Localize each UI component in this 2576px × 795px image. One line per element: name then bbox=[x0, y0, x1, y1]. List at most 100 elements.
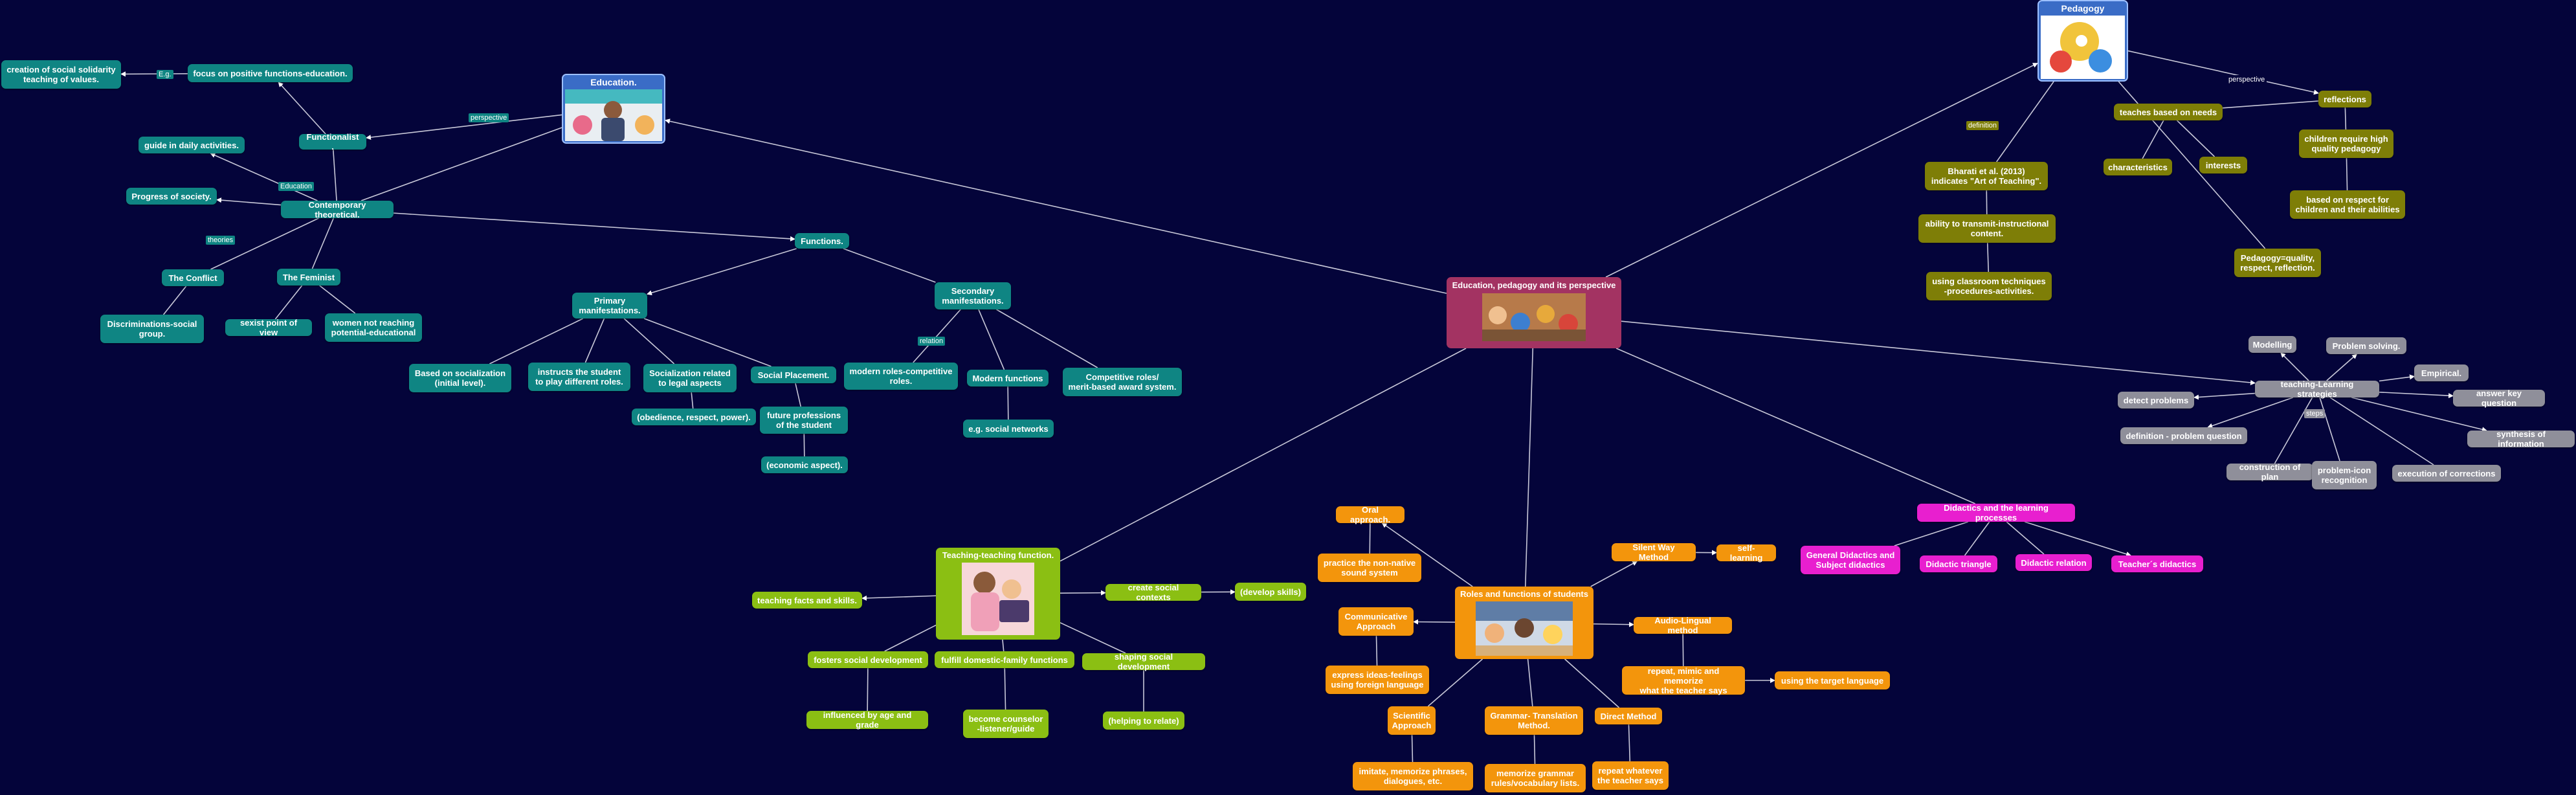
economic-aspect-node[interactable]: (economic aspect). bbox=[761, 456, 848, 473]
silent-way-method-node[interactable]: Silent Way Method bbox=[1612, 543, 1696, 562]
fosters-social-development-node[interactable]: fosters social development bbox=[808, 651, 928, 668]
education-node[interactable]: Education. bbox=[562, 74, 665, 144]
connector-n-children-n-respect bbox=[2346, 157, 2348, 191]
connector-c-central-c-roles bbox=[1524, 348, 1534, 587]
repeat-whatever-node[interactable]: repeat whatever the teacher says bbox=[1592, 761, 1669, 790]
connector-c-roles-n-direct bbox=[1564, 658, 1619, 708]
reflections-node[interactable]: reflections bbox=[2318, 91, 2371, 107]
connector-n-strategies-n-construction bbox=[2274, 397, 2313, 464]
modern-roles-competitive-node[interactable]: modern roles-competitive roles. bbox=[844, 363, 958, 390]
obedience-respect-power-node[interactable]: (obedience, respect, power). bbox=[632, 409, 756, 425]
relation-label: relation bbox=[918, 337, 946, 346]
future-professions-node[interactable]: future professions of the student bbox=[760, 407, 848, 434]
scientific-approach-node[interactable]: Scientific Approach bbox=[1388, 706, 1436, 735]
empirical-node[interactable]: Empirical. bbox=[2414, 364, 2469, 381]
audio-lingual-method-node[interactable]: Audio-Lingual method bbox=[1634, 616, 1732, 635]
theories-label: theories bbox=[206, 236, 236, 245]
memorize-grammar-rules-node[interactable]: memorize grammar rules/vocabulary lists. bbox=[1485, 764, 1586, 792]
pedagogy-perspective-label: perspective bbox=[2226, 75, 2267, 84]
teachers-didactics-node[interactable]: Teacher´s didactics bbox=[2111, 555, 2203, 572]
contemporary-theoretical-node[interactable]: Contemporary theoretical. bbox=[281, 200, 394, 219]
detect-problems-node[interactable]: detect problems bbox=[2118, 392, 2194, 409]
functions-node[interactable]: Functions. bbox=[795, 233, 849, 249]
social-networks-node[interactable]: e.g. social networks bbox=[963, 420, 1054, 438]
general-subject-didactics-node[interactable]: General Didactics and Subject didactics bbox=[1801, 546, 1900, 574]
children-high-quality-node[interactable]: children require high quality pedagogy bbox=[2299, 129, 2393, 158]
modelling-node[interactable]: Modelling bbox=[2248, 336, 2296, 353]
fulfill-domestic-functions-node[interactable]: fulfill domestic-family functions bbox=[935, 651, 1074, 668]
grammar-translation-method-node[interactable]: Grammar- Translation Method. bbox=[1485, 706, 1583, 735]
progress-society-node[interactable]: Progress of society. bbox=[126, 188, 217, 205]
connector-n-contemporary-n-guide bbox=[210, 153, 318, 201]
connector-n-strategies-n-synthesis bbox=[2351, 397, 2487, 432]
problem-icon-recognition-node[interactable]: problem-icon recognition bbox=[2312, 461, 2377, 489]
bharati-art-of-teaching-node[interactable]: Bharati et al. (2013) indicates "Art of … bbox=[1925, 162, 2048, 190]
practice-sound-system-node[interactable]: practice the non-native sound system bbox=[1318, 554, 1421, 582]
conflict-theory-node[interactable]: The Conflict bbox=[162, 269, 224, 286]
shaping-social-development-node[interactable]: shaping social development bbox=[1082, 652, 1205, 671]
instructs-student-node[interactable]: instructs the student to play different … bbox=[528, 363, 630, 391]
based-on-respect-node[interactable]: based on respect for children and their … bbox=[2290, 190, 2405, 219]
develop-skills-node[interactable]: (develop skills) bbox=[1235, 583, 1306, 601]
pedagogy-quality-node[interactable]: Pedagogy=quality, respect, reflection. bbox=[2234, 249, 2321, 277]
teaching-title: Teaching-teaching function. bbox=[942, 550, 1054, 560]
didactic-relation-node[interactable]: Didactic relation bbox=[2015, 554, 2092, 571]
characteristics-node[interactable]: characteristics bbox=[2104, 159, 2172, 175]
communicative-approach-node[interactable]: Communicative Approach bbox=[1338, 607, 1414, 636]
didactic-triangle-node[interactable]: Didactic triangle bbox=[1920, 555, 1997, 572]
secondary-manifestations-node[interactable]: Secondary manifestations. bbox=[935, 282, 1011, 309]
connector-n-strategies-n-icon bbox=[2319, 397, 2340, 462]
connector-n-legal-n-obedience bbox=[691, 392, 694, 409]
functionalist-node[interactable]: Functionalist . bbox=[299, 132, 366, 151]
definition-problem-question-node[interactable]: definition - problem question bbox=[2120, 427, 2247, 444]
execution-corrections-node[interactable]: execution of corrections bbox=[2392, 465, 2501, 482]
answer-key-question-node[interactable]: answer key question bbox=[2453, 388, 2545, 408]
direct-method-node[interactable]: Direct Method bbox=[1595, 708, 1662, 724]
teaching-facts-skills-node[interactable]: teaching facts and skills. bbox=[752, 592, 862, 609]
guide-daily-activities-node[interactable]: guide in daily activities. bbox=[139, 137, 245, 153]
teaches-based-needs-node[interactable]: teaches based on needs bbox=[2114, 104, 2223, 120]
social-placement-node[interactable]: Social Placement. bbox=[751, 366, 836, 383]
express-ideas-node[interactable]: express ideas-feelings using foreign lan… bbox=[1326, 666, 1429, 694]
based-on-socialization-node[interactable]: Based on socialization (initial level). bbox=[409, 364, 511, 392]
women-potential-node[interactable]: women not reaching potential-educational bbox=[325, 313, 422, 342]
self-learning-node[interactable]: self-learning bbox=[1716, 543, 1776, 563]
connector-n-placement-n-future bbox=[795, 383, 801, 407]
helping-to-relate-node[interactable]: (helping to relate) bbox=[1103, 711, 1184, 730]
influenced-age-grade-node[interactable]: influenced by age and grade bbox=[806, 710, 928, 730]
central-topic-node[interactable]: Education, pedagogy and its perspective bbox=[1447, 277, 1621, 348]
creation-social-solidarity-node[interactable]: creation of social solidarity teaching o… bbox=[1, 60, 121, 89]
connector-c-education-n-functionalist bbox=[366, 114, 562, 140]
connector-n-future-n-economic bbox=[803, 433, 805, 457]
sexist-point-view-node[interactable]: sexist point of view bbox=[225, 318, 312, 337]
didactics-learning-processes-node[interactable]: Didactics and the learning processes bbox=[1917, 503, 2075, 522]
imitate-memorize-phrases-node[interactable]: imitate, memorize phrases, dialogues, et… bbox=[1353, 762, 1473, 790]
synthesis-information-node[interactable]: synthesis of information bbox=[2467, 429, 2575, 449]
connector-n-scientific-n-imitate bbox=[1411, 734, 1414, 763]
teaching-function-node[interactable]: Teaching-teaching function. bbox=[936, 548, 1060, 640]
ability-transmit-node[interactable]: ability to transmit-instructional conten… bbox=[1918, 214, 2056, 243]
connector-c-pedagogy-n-bharati bbox=[1996, 81, 2054, 162]
connector-n-direct-n-repeatwhat bbox=[1628, 724, 1631, 762]
feminist-theory-node[interactable]: The Feminist bbox=[277, 269, 340, 286]
interests-node[interactable]: interests bbox=[2199, 157, 2247, 174]
connector-n-functionalist-n-focus bbox=[278, 82, 326, 135]
construction-plan-node[interactable]: construction of plan bbox=[2226, 462, 2313, 482]
focus-positive-functions-node[interactable]: focus on positive functions-education. bbox=[188, 64, 353, 82]
oral-approach-node[interactable]: Oral approach. bbox=[1336, 505, 1405, 524]
problem-solving-node[interactable]: Problem solving. bbox=[2326, 337, 2406, 354]
socialization-legal-aspects-node[interactable]: Socialization related to legal aspects bbox=[643, 364, 737, 392]
connector-c-central-c-teaching bbox=[1060, 348, 1467, 562]
teaching-learning-strategies-node[interactable]: teaching-Learning strategies bbox=[2255, 379, 2379, 399]
modern-functions-node[interactable]: Modern functions bbox=[967, 370, 1049, 386]
discriminations-node[interactable]: Discriminations-social group. bbox=[100, 315, 204, 343]
become-counselor-node[interactable]: become counselor -listener/guide bbox=[963, 710, 1049, 738]
competitive-roles-node[interactable]: Competitive roles/ merit-based award sys… bbox=[1063, 368, 1182, 396]
classroom-techniques-node[interactable]: using classroom techniques -procedures-a… bbox=[1926, 272, 2052, 300]
roles-functions-students-node[interactable]: Roles and functions of students bbox=[1455, 587, 1593, 659]
primary-manifestations-node[interactable]: Primary manifestations. bbox=[572, 293, 647, 319]
create-social-contexts-node[interactable]: create social contexts bbox=[1105, 583, 1201, 602]
repeat-mimic-memorize-node[interactable]: repeat, mimic and memorize what the teac… bbox=[1622, 666, 1745, 695]
pedagogy-node[interactable]: Pedagogy bbox=[2037, 0, 2128, 82]
using-target-language-node[interactable]: using the target language bbox=[1775, 671, 1890, 689]
